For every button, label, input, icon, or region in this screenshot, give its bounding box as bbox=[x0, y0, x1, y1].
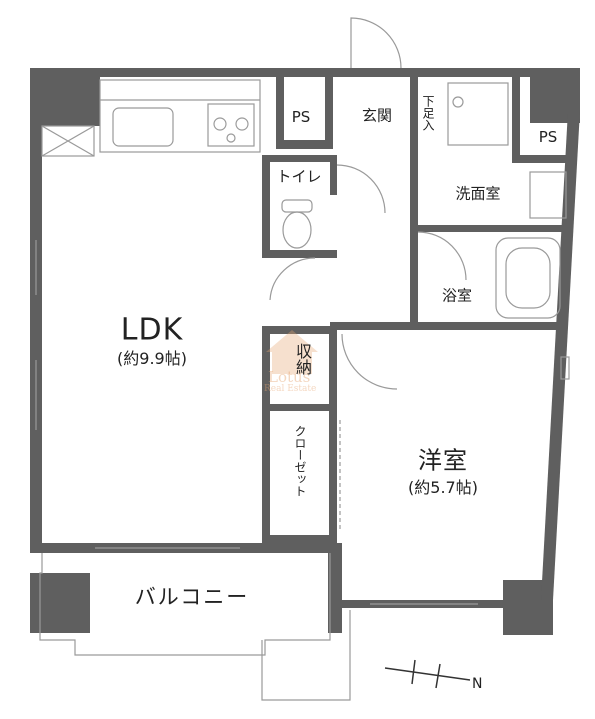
column-balcony-left bbox=[30, 573, 90, 633]
wall-storage-l bbox=[262, 326, 270, 541]
watermark-text: Lotus bbox=[268, 368, 311, 386]
window-right bbox=[560, 356, 570, 380]
wall-ps-left-r bbox=[325, 68, 333, 148]
compass-tick-1 bbox=[411, 659, 416, 685]
balcony-outline bbox=[39, 553, 331, 656]
balcony-steps bbox=[261, 610, 351, 701]
fixtures bbox=[35, 17, 570, 701]
wall-storage-mid bbox=[262, 404, 337, 411]
kitchen-counter bbox=[99, 79, 261, 153]
wall-toilet-b bbox=[262, 250, 337, 258]
wash-basin bbox=[529, 171, 567, 219]
wall-storage-b bbox=[262, 535, 337, 543]
ldk-size: (約9.9帖) bbox=[117, 349, 187, 368]
wall-storage-t bbox=[262, 326, 337, 334]
watermark-subtext: Real Estate bbox=[264, 384, 317, 394]
bathtub-inner bbox=[505, 247, 551, 309]
wall-ps-left-l bbox=[276, 68, 284, 148]
western-size: (約5.7帖) bbox=[408, 478, 478, 497]
watermark-house bbox=[272, 352, 312, 374]
ps-right-label: PS bbox=[538, 128, 558, 146]
wall-ps-left-b bbox=[276, 140, 333, 149]
wall-wash-l bbox=[410, 77, 418, 327]
western-label: 洋室 bbox=[418, 446, 468, 475]
watermark-logo bbox=[266, 330, 318, 374]
column-balcony-right bbox=[328, 543, 342, 633]
drain bbox=[452, 96, 464, 108]
closet-label: クローゼット bbox=[293, 425, 307, 497]
stove bbox=[207, 103, 255, 147]
toilet-label: トイレ bbox=[276, 167, 322, 186]
wall-ps-right-b bbox=[512, 155, 572, 163]
door-western bbox=[341, 333, 398, 390]
wall-right-slanted bbox=[541, 110, 580, 600]
shaft-cross-b bbox=[41, 125, 95, 157]
compass-north-label: N bbox=[472, 676, 483, 692]
wall-toilet-r bbox=[330, 155, 337, 195]
wall-toilet-t bbox=[262, 155, 337, 162]
compass-line bbox=[384, 667, 471, 681]
washroom-label: 洗面室 bbox=[455, 184, 501, 203]
burner-1 bbox=[213, 117, 227, 131]
wall-storage-r bbox=[329, 326, 337, 541]
entrance-door bbox=[350, 17, 402, 69]
wall-wash-bath bbox=[410, 225, 570, 232]
shaft-box bbox=[41, 125, 95, 157]
bath-label: 浴室 bbox=[441, 286, 473, 305]
wall-ps-right-l bbox=[512, 68, 520, 163]
wall-toilet-l bbox=[262, 155, 270, 257]
compass-tick-2 bbox=[435, 663, 441, 689]
wall-corridor-b bbox=[330, 322, 410, 330]
shower-pan bbox=[447, 82, 509, 146]
toilet-bowl bbox=[282, 211, 312, 249]
wall-bath-b bbox=[410, 322, 562, 330]
entrance-label: 玄関 bbox=[361, 106, 393, 125]
burner-3 bbox=[226, 133, 236, 143]
door-bath bbox=[417, 231, 467, 281]
watermark-roof bbox=[266, 330, 318, 352]
wall-left bbox=[30, 68, 42, 548]
wall-top bbox=[30, 68, 580, 77]
sink bbox=[112, 107, 174, 147]
shoe-storage-label: 下足入 bbox=[421, 95, 435, 131]
balcony-label: バルコニー bbox=[134, 585, 250, 609]
door-corridor-1 bbox=[336, 164, 386, 214]
toilet-tank bbox=[281, 199, 313, 213]
storage-label: 収納 bbox=[293, 343, 312, 375]
door-toilet bbox=[269, 257, 316, 301]
ps-left-label: PS bbox=[291, 108, 311, 126]
burner-2 bbox=[235, 117, 249, 131]
ldk-label: LDK bbox=[120, 312, 184, 348]
bathtub bbox=[495, 237, 561, 319]
